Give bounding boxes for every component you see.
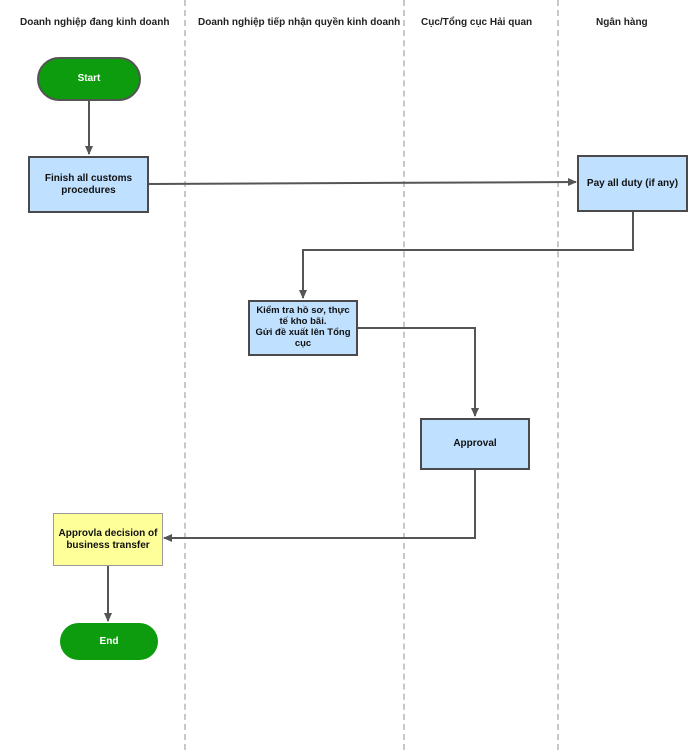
lane-divider-1 — [184, 0, 186, 750]
lane-divider-3 — [557, 0, 559, 750]
lane-header-receiving-business: Doanh nghiệp tiếp nhận quyền kinh doanh — [198, 17, 401, 28]
edge-approval-to-decision — [163, 470, 476, 542]
approval-decision-node: Approvla decision of business transfer — [53, 513, 163, 566]
lane-header-customs: Cục/Tổng cục Hải quan — [421, 17, 533, 28]
edge-finish-to-pay — [148, 178, 577, 187]
lane-divider-2 — [403, 0, 405, 750]
lane-header-bank: Ngân hàng — [596, 17, 648, 28]
lane-header-current-business: Doanh nghiệp đang kinh doanh — [20, 17, 170, 28]
finish-customs-procedures-node: Finish all customs procedures — [28, 156, 149, 213]
start-node: Start — [37, 57, 141, 101]
approval-node: Approval — [420, 418, 530, 470]
edge-pay-to-check — [299, 212, 634, 299]
pay-duty-node: Pay all duty (if any) — [577, 155, 688, 212]
end-node: End — [60, 623, 158, 660]
check-records-node: Kiểm tra hồ sơ, thực tế kho bãi. Gửi đề … — [248, 300, 358, 356]
edge-check-to-approval — [358, 327, 479, 417]
